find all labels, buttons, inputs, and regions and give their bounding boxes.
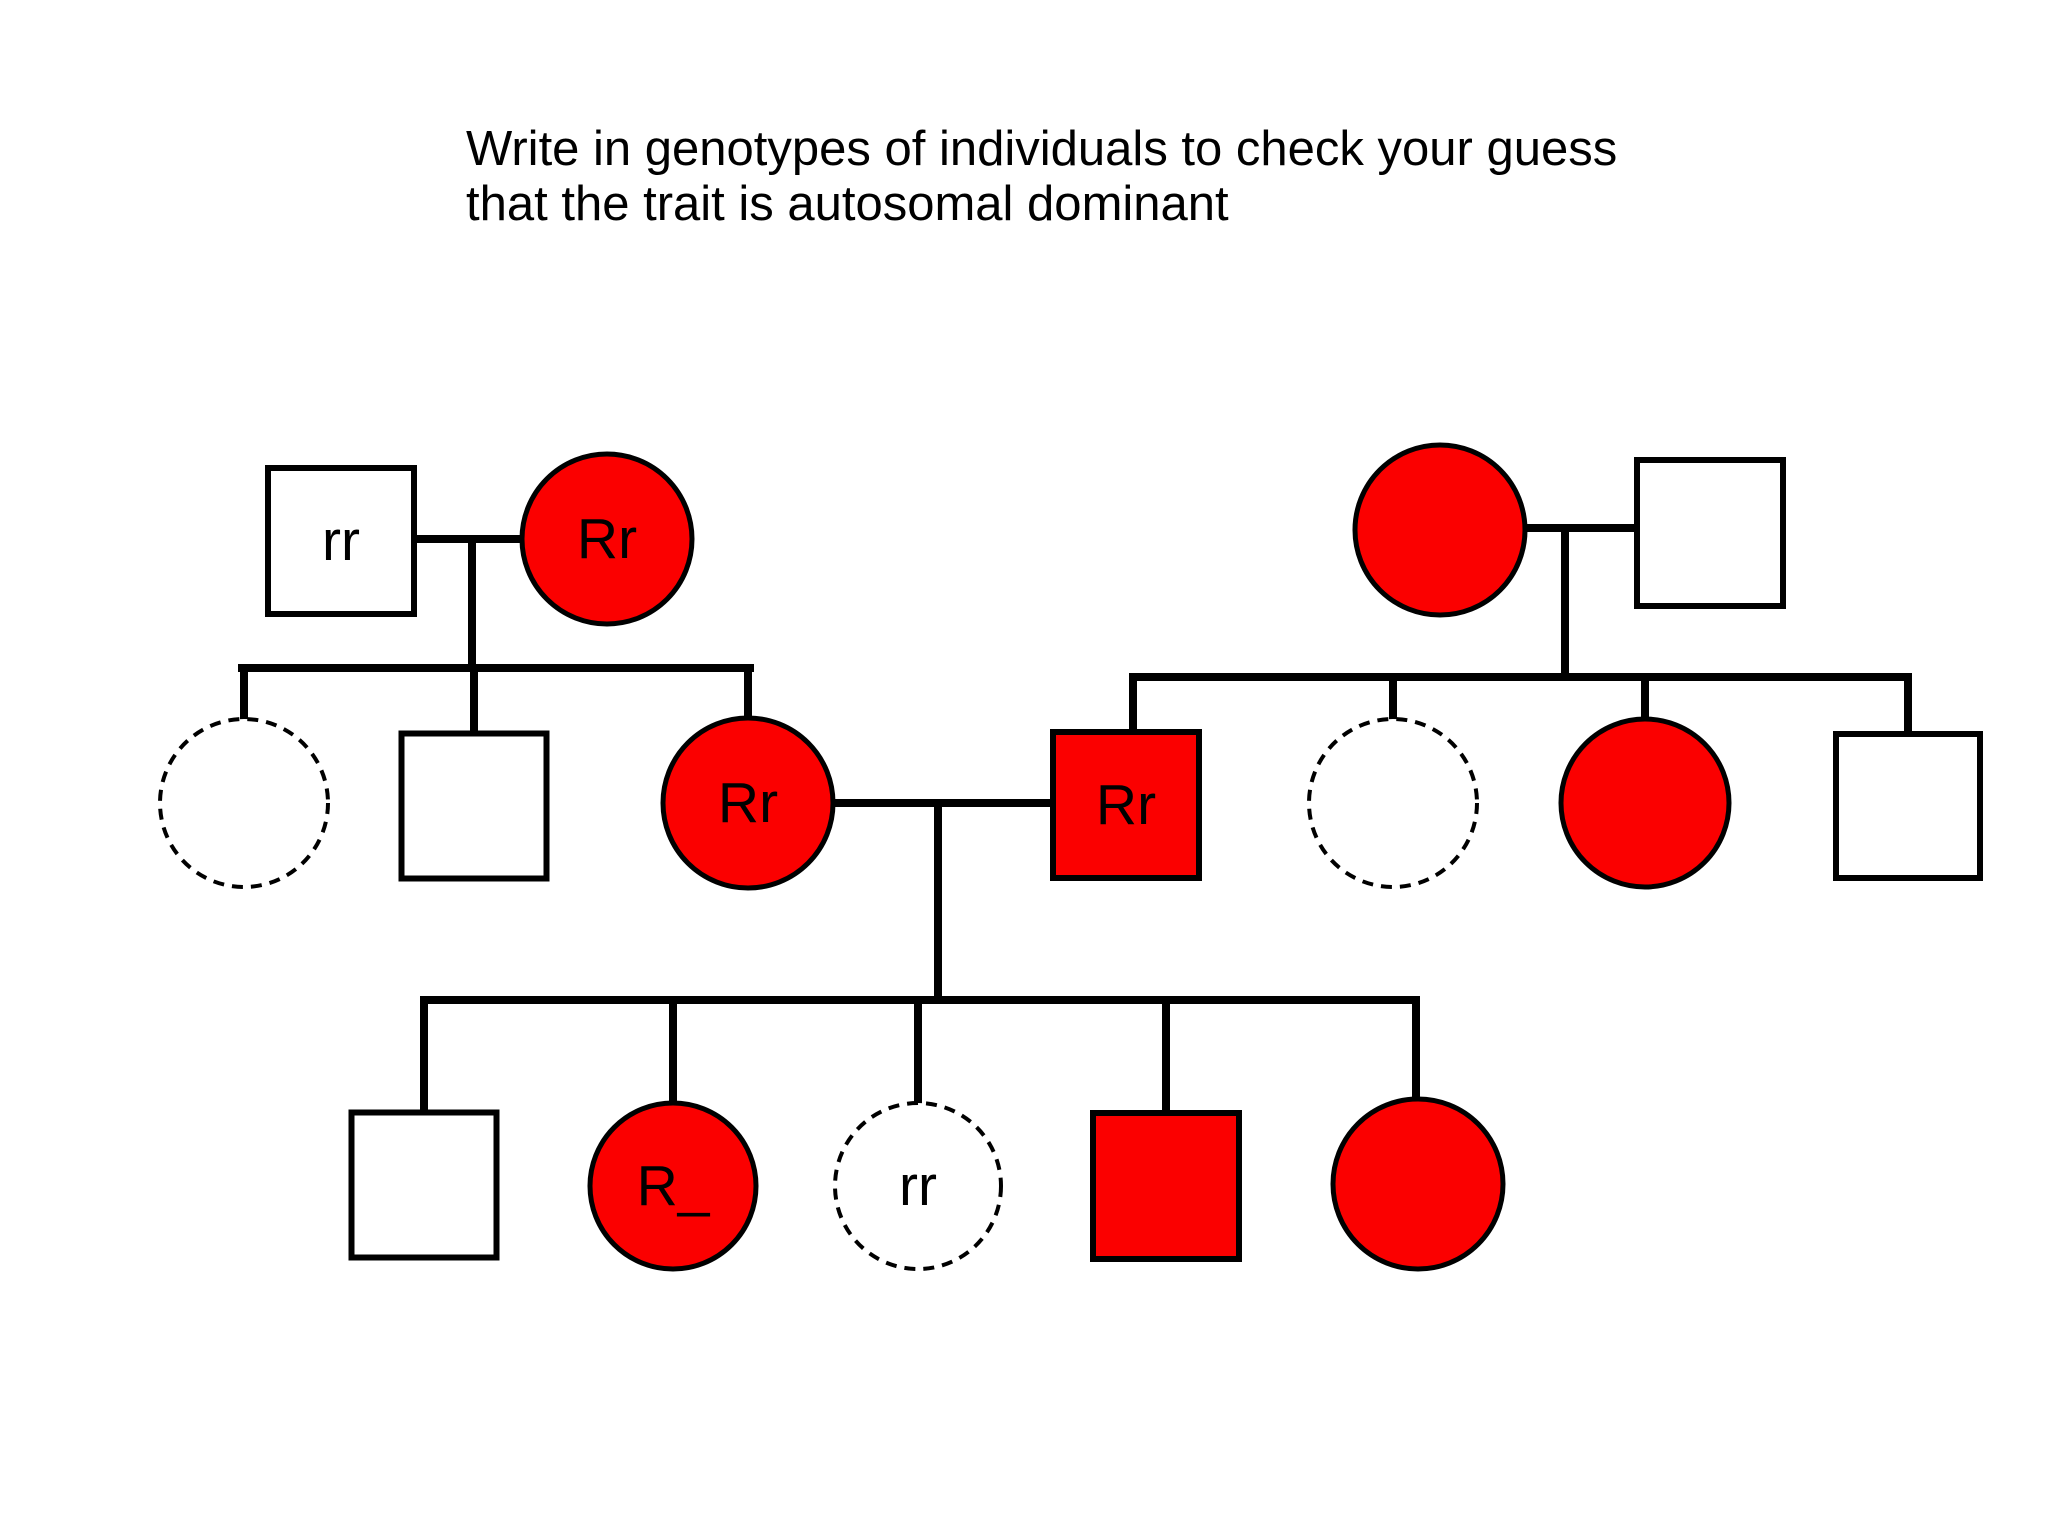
genotype-label-III-3: rr	[899, 1154, 937, 1218]
person-II-2-square	[398, 730, 550, 882]
person-III-2-circle	[587, 1100, 759, 1272]
person-I-2-circle	[519, 451, 695, 627]
genotype-label-I-2: Rr	[577, 507, 637, 571]
person-II-7-square	[1833, 731, 1983, 881]
title-line-1: Write in genotypes of individuals to che…	[466, 122, 1618, 176]
person-II-6-circle	[1558, 716, 1732, 890]
person-II-3-circle	[660, 715, 836, 891]
person-I-3-circle	[1352, 442, 1528, 618]
title-line-2: that the trait is autosomal dominant	[466, 176, 1229, 231]
person-I-1-square	[265, 465, 417, 617]
slide-title: Write in genotypes of individuals to che…	[466, 122, 1617, 232]
person-II-4-square	[1050, 729, 1202, 881]
person-II-1-circle	[158, 717, 330, 889]
genotype-label-II-3: Rr	[718, 771, 778, 835]
person-I-4-square	[1634, 457, 1786, 609]
genotype-label-II-4: Rr	[1096, 773, 1156, 837]
person-III-4-square	[1090, 1110, 1242, 1262]
genotype-label-III-2: R_	[637, 1154, 711, 1218]
genotype-label-I-1: rr	[322, 509, 360, 573]
person-III-1-square	[348, 1109, 500, 1261]
person-III-3-circle	[833, 1101, 1003, 1271]
person-III-5-circle	[1330, 1096, 1506, 1272]
person-II-5-circle	[1307, 717, 1479, 889]
